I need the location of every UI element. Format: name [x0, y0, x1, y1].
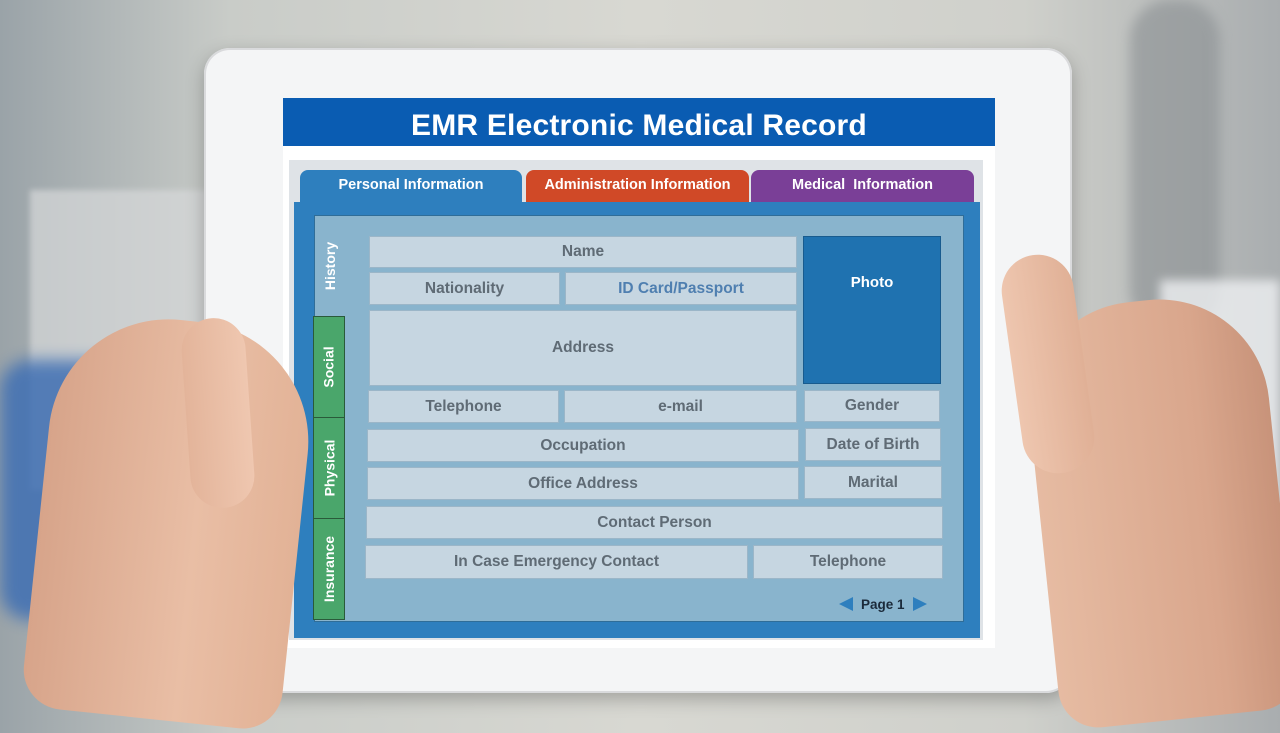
- tab-medical-information[interactable]: Medical Information: [751, 170, 974, 202]
- nationality-field[interactable]: Nationality: [369, 272, 560, 305]
- side-tab-social-label: Social: [321, 346, 337, 388]
- name-field[interactable]: Name: [369, 236, 797, 268]
- background-equipment: [1130, 0, 1220, 330]
- app-title: EMR Electronic Medical Record: [283, 98, 995, 146]
- side-tab-history-label: History: [322, 241, 339, 291]
- marital-field[interactable]: Marital: [804, 466, 942, 499]
- side-tab-physical[interactable]: Physical: [313, 417, 345, 519]
- tab-administration-information[interactable]: Administration Information: [526, 170, 749, 202]
- emergency-contact-field[interactable]: In Case Emergency Contact: [365, 545, 748, 579]
- photo-box[interactable]: Photo: [803, 236, 941, 384]
- emergency-telephone-field[interactable]: Telephone: [753, 545, 943, 579]
- pager: Page 1: [839, 593, 927, 615]
- side-tab-social[interactable]: Social: [313, 316, 345, 418]
- telephone-field[interactable]: Telephone: [368, 390, 559, 423]
- left-thumb: [179, 315, 257, 511]
- side-tab-insurance-label: Insurance: [321, 535, 338, 603]
- occupation-field[interactable]: Occupation: [367, 429, 799, 462]
- office-address-field[interactable]: Office Address: [367, 467, 799, 500]
- side-tab-insurance[interactable]: Insurance: [313, 518, 345, 620]
- tablet-screen: EMR Electronic Medical Record Personal I…: [283, 98, 995, 648]
- id-card-passport-field[interactable]: ID Card/Passport: [565, 272, 797, 305]
- address-field[interactable]: Address: [369, 310, 797, 386]
- side-tab-history[interactable]: History: [315, 216, 345, 316]
- photo-label: Photo: [850, 273, 894, 291]
- email-field[interactable]: e-mail: [564, 390, 797, 423]
- side-tab-physical-label: Physical: [321, 439, 338, 497]
- arrow-right-icon[interactable]: [912, 597, 927, 611]
- contact-person-field[interactable]: Contact Person: [366, 506, 943, 539]
- page-label: Page 1: [861, 596, 905, 612]
- gender-field[interactable]: Gender: [804, 390, 940, 422]
- tab-personal-information[interactable]: Personal Information: [300, 170, 522, 202]
- arrow-left-icon[interactable]: [839, 597, 853, 611]
- date-of-birth-field[interactable]: Date of Birth: [805, 428, 941, 461]
